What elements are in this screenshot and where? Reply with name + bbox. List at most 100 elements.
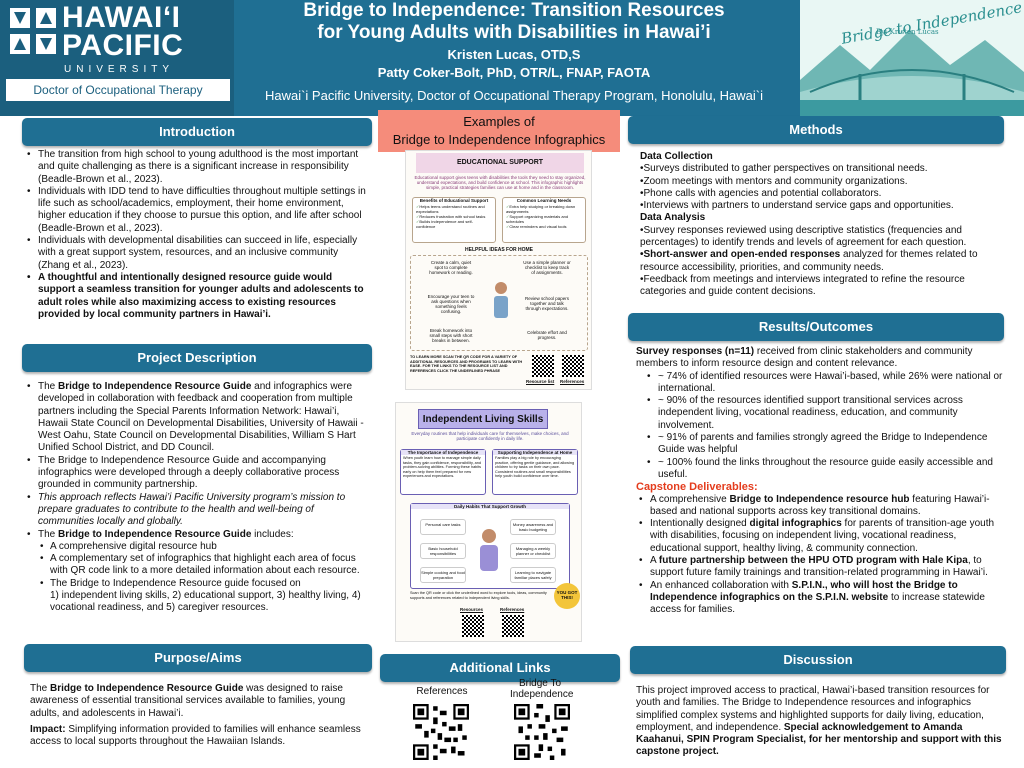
results-bullet: ~ 91% of parents and families strongly a… (644, 432, 1006, 457)
title-line1: Bridge to Independence: Transition Resou… (303, 0, 725, 21)
need-item: Clear reminders and visual tools (506, 224, 582, 229)
intro-bullet: A thoughtful and intentionally designed … (24, 272, 372, 321)
bridge-qr-code-icon[interactable] (514, 704, 570, 760)
bridge-illustration-icon (800, 30, 1024, 116)
brand-byline: By: Kristen Lucas (876, 28, 939, 36)
logo-program: Doctor of Occupational Therapy (6, 79, 230, 101)
ideas-panel: Create a calm, quiet spot to complete ho… (410, 255, 588, 351)
card-supporting: Supporting Independence at Home Families… (492, 449, 578, 495)
benefit-item: Reduces frustration with school tasks (416, 214, 492, 219)
methods-line: •Phone calls with agencies and potential… (640, 187, 882, 199)
intro-bullet: Individuals with developmental disabilit… (24, 235, 372, 272)
methods-line: •Feedback from meetings and interviews i… (640, 273, 965, 298)
methods-line: •Short-answer and open-ended responses a… (640, 249, 978, 273)
habit-chip: Basic household responsibilities (420, 543, 466, 559)
needs-heading: Common Learning Needs (516, 198, 572, 203)
project-sub-bullet: A comprehensive digital resource hub (24, 541, 372, 554)
infographic1-footer: TO LEARN MORE SCAN THE QR CODE FOR A VAR… (410, 355, 523, 373)
benefits-heading: Benefits of Educational Support (419, 198, 489, 203)
poster-header: HAWAIʻI PACIFIC UNIVERSITY Doctor of Occ… (0, 0, 1024, 116)
author-1: Kristen Lucas, OTD,S (447, 47, 581, 62)
results-bullet: ~ 100% found the links throughout the re… (644, 457, 1006, 482)
qr-code-icon[interactable] (532, 355, 554, 377)
examples-title: Examples of Bridge to Independence Infog… (378, 110, 620, 152)
benefit-item: Builds independence and self-confidence (416, 219, 492, 229)
section-header-results: Results/Outcomes (628, 313, 1004, 341)
purpose-body: The Bridge to Independence Resource Guid… (30, 683, 370, 748)
project-sub-text: 1) independent living skills, 2) educati… (50, 590, 361, 614)
methods-body: Data Collection •Surveys distributed to … (640, 151, 1006, 299)
infographic2-subtitle: Everyday routines that help individuals … (411, 431, 569, 441)
infographic2-title: Independent Living Skills (418, 409, 548, 429)
qr-label-references[interactable]: References (500, 607, 525, 612)
link-label-references: References (416, 686, 468, 697)
habit-chip: Simple cooking and food preparation (420, 567, 466, 583)
infographic1-title: EDUCATIONAL SUPPORT (416, 153, 584, 173)
card-heading: Supporting Independence at Home (493, 450, 577, 455)
qr-label-references[interactable]: References (560, 379, 585, 384)
qr-label-resources[interactable]: Resources (460, 607, 484, 612)
examples-title-line1: Examples of (463, 114, 535, 129)
deliverable-bullet: A comprehensive Bridge to Independence r… (636, 494, 1006, 519)
idea-item: Encourage your teen to ask questions whe… (427, 294, 475, 314)
logo-name-line2: PACIFIC (62, 29, 184, 62)
qr-code-icon[interactable] (562, 355, 584, 377)
idea-item: Create a calm, quiet spot to complete ho… (429, 260, 473, 275)
qr-code-icon[interactable] (502, 615, 524, 637)
results-body: Survey responses (n=11) received from cl… (636, 346, 1006, 617)
results-intro: Survey responses (n=11) received from cl… (636, 346, 973, 370)
results-bullet: ~ 90% of the resources identified suppor… (644, 395, 1006, 432)
habit-chip: Personal care tasks (420, 519, 466, 535)
person-illustration-icon (480, 529, 498, 571)
logo-name-line1: HAWAIʻI (62, 1, 181, 34)
card-heading: Daily Habits That Support Growth (411, 504, 569, 509)
section-header-purpose: Purpose/Aims (24, 644, 372, 672)
bridge-brand-logo: Bridge to Independence By: Kristen Lucas (800, 0, 1024, 116)
infographic1-benefits: Benefits of Educational Support Helps te… (412, 197, 496, 243)
methods-line: •Interviews with partners to understand … (640, 200, 954, 212)
habit-chip: Money awareness and basic budgeting (510, 519, 556, 535)
deliverable-bullet: Intentionally designed digital infograph… (636, 518, 1006, 555)
references-qr-code-icon[interactable] (413, 704, 469, 760)
methods-data-collection-heading: Data Collection (640, 151, 713, 162)
card-importance: The Importance of Independence When yout… (400, 449, 486, 495)
title-line2: for Young Adults with Disabilities in Ha… (317, 22, 711, 43)
affiliation: Hawai`i Pacific University, Doctor of Oc… (264, 88, 764, 103)
intro-bullet: The transition from high school to young… (24, 149, 372, 186)
student-illustration-icon (494, 282, 508, 318)
idea-item: Break homework into small steps with sho… (429, 328, 473, 343)
infographic2-footer: Scan the QR code or click the underlined… (410, 591, 547, 600)
project-sub-bullet: A complementary set of infographics that… (24, 553, 372, 578)
methods-line: •Survey responses reviewed using descrip… (640, 224, 967, 249)
section-header-discussion: Discussion (630, 646, 1006, 674)
project-bullet: The Bridge to Independence Resource Guid… (24, 455, 372, 492)
discussion-paragraph: This project improved access to practica… (636, 685, 1002, 758)
purpose-paragraph: The Bridge to Independence Resource Guid… (30, 683, 346, 719)
project-bullet: The Bridge to Independence Resource Guid… (24, 381, 372, 455)
hpu-logo: HAWAIʻI PACIFIC UNIVERSITY Doctor of Occ… (0, 0, 234, 116)
qr-label-resource-list[interactable]: Resource list (526, 379, 555, 384)
you-got-this-badge: YOU GOT THIS! (554, 583, 580, 609)
habit-chip: Managing a weekly planner or checklist (510, 543, 556, 559)
results-bullet: ~ 74% of identified resources were Hawai… (644, 371, 1006, 396)
project-bullet: The Bridge to Independence Resource Guid… (24, 529, 372, 542)
section-header-methods: Methods (628, 116, 1004, 144)
methods-data-analysis-heading: Data Analysis (640, 212, 706, 224)
hpu-logo-mark-icon (10, 8, 56, 54)
deliverable-bullet: An enhanced collaboration with S.P.I.N.,… (636, 580, 1006, 617)
examples-title-line2: Bridge to Independence Infographics (392, 132, 606, 147)
idea-item: Review school papers together and talk t… (524, 296, 570, 311)
discussion-body: This project improved access to practica… (636, 685, 1006, 759)
idea-item: Use a simple planner or checklist to kee… (523, 260, 571, 275)
introduction-body: The transition from high school to young… (24, 149, 372, 321)
deliverable-bullet: A future partnership between the HPU OTD… (636, 555, 1006, 580)
infographic-independent-living: Independent Living Skills Everyday routi… (395, 402, 582, 642)
purpose-impact: Impact: Simplifying information provided… (30, 723, 361, 748)
qr-code-icon[interactable] (462, 615, 484, 637)
methods-line: •Zoom meetings with mentors and communit… (640, 175, 908, 187)
intro-bullet: Individuals with IDD tend to have diffic… (24, 186, 372, 235)
need-item: Support organizing materials and schedul… (506, 214, 582, 224)
project-bullet: This approach reflects Hawai’i Pacific U… (24, 492, 372, 529)
infographic1-needs: Common Learning Needs Extra help studyin… (502, 197, 586, 243)
need-item: Extra help studying or breaking down ass… (506, 204, 582, 214)
